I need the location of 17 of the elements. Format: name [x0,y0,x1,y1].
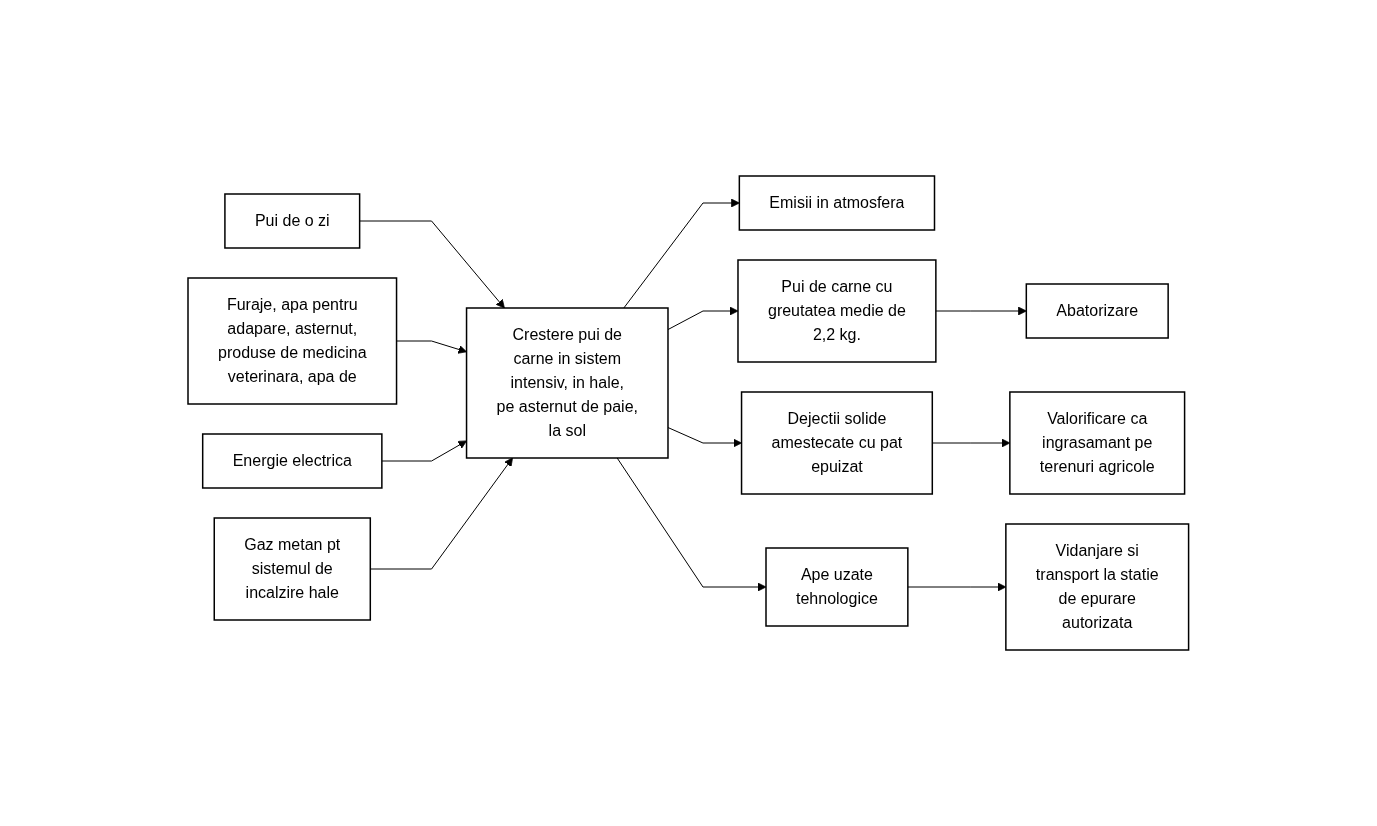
node-box: Emisii in atmosfera [738,175,936,231]
node-box: Valorificare ca ingrasamant pe terenuri agricole [1009,391,1186,495]
arrow [932,438,1011,448]
node-box: Crestere pui de carne in sistem intensiv, in hale, pe asternut de paie, la sol [466,307,669,459]
node-box: Furaje, apa pentru adapare, asternut, produse de medicina veterinara, apa de [187,277,398,405]
node-box: Energie electrica [202,433,383,489]
node-box: Vidanjare si transport la statie de epurare autorizata [1005,523,1190,651]
arrow [616,457,767,592]
arrow [623,198,740,309]
node-box: Pui de carne cu greutatea medie de 2,2 kg. [737,259,937,363]
node-box: Gaz metan pt sistemul de incalzire hale [213,517,372,621]
node-box: Pui de o zi [224,193,361,249]
arrow [370,457,514,570]
node-box: Abatorizare [1025,283,1170,339]
arrow [359,220,506,309]
node-box: Dejectii solide amestecate cu pat epuizat [741,391,934,495]
node-box: Ape uzate tehnologice [765,547,909,627]
